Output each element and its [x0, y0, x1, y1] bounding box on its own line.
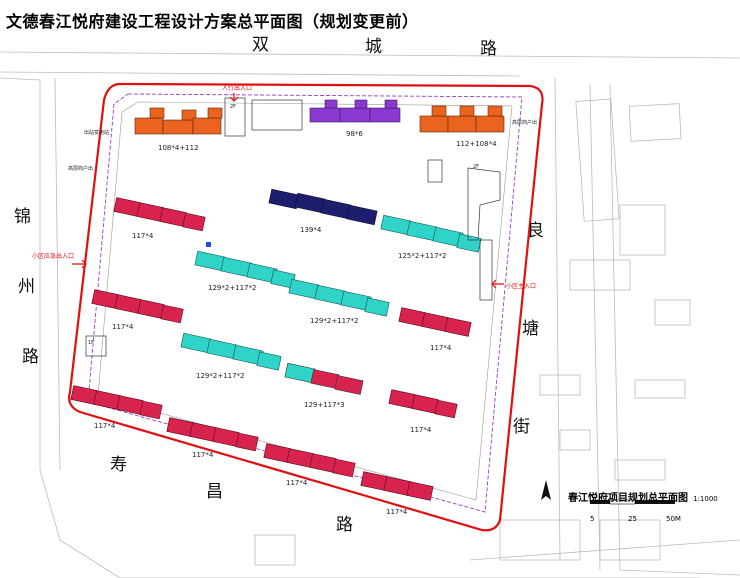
- service-building-north: [224, 97, 303, 137]
- label-red-left-2: 117*4: [112, 323, 134, 331]
- label-north-right: 112+108*4: [456, 140, 497, 148]
- caption-title: 春江悦府项目规划总平面图: [568, 493, 688, 504]
- label-south-3: 117*4: [286, 479, 308, 487]
- label-north-center: 98*6: [346, 130, 363, 138]
- building-cyan-mid-2: [288, 278, 390, 317]
- label-navy-center: 139*4: [300, 226, 322, 234]
- page-title: 文德春江悦府建设工程设计方案总平面图（规划变更前）: [6, 12, 419, 31]
- building-red-right-3: [388, 389, 458, 419]
- blue-marker: [206, 242, 211, 247]
- building-navy-center: [268, 188, 378, 226]
- site-boundary: [68, 82, 544, 532]
- building-south-1: [70, 385, 163, 420]
- building-red-left-1: [113, 197, 206, 232]
- scale-tick-25: 25: [628, 515, 637, 523]
- ancillary-buildings: [85, 159, 501, 357]
- label-cyan-right: 125*2+117*2: [398, 252, 447, 260]
- label-red-right-3: 117*4: [410, 426, 432, 434]
- building-south-4: [360, 471, 434, 501]
- label-red-left-1: 117*4: [132, 232, 154, 240]
- label-north-left: 108*4+112: [158, 144, 199, 152]
- road-north-char-2: 城: [365, 37, 382, 57]
- entrance-east-label: 小区主入口: [506, 282, 536, 290]
- entrance-pedestrian-north-label: 人行出入口: [222, 84, 252, 92]
- road-south-char-2: 昌: [206, 482, 223, 502]
- building-red-right-2: [398, 307, 472, 337]
- road-east-char-3: 街: [513, 417, 530, 437]
- label-two-floor-2: 2F: [473, 164, 479, 170]
- building-south-3: [263, 443, 356, 478]
- context-lines: [0, 51, 740, 578]
- building-north-center: [309, 99, 401, 123]
- road-east-char-2: 塘: [522, 319, 539, 339]
- label-cyan-red-mid-3: 129+117*3: [304, 401, 345, 409]
- road-east-char-1: 良: [527, 221, 544, 241]
- scale-tick-50m: 50M: [666, 515, 681, 523]
- label-cyan-left-3: 129*2+117*2: [196, 372, 245, 380]
- road-north-char-1: 双: [252, 35, 269, 55]
- building-cyan-red-mid-3: [284, 362, 364, 395]
- building-north-left: [134, 107, 223, 135]
- label-cyan-mid-2: 129*2+117*2: [310, 317, 359, 325]
- entrance-west-label: 小区应急出入口: [32, 252, 74, 260]
- road-west-char-1: 锦: [14, 207, 31, 227]
- label-south-1: 117*4: [94, 422, 116, 430]
- arrow-right-icon: [72, 259, 87, 269]
- label-right-note: 高层商户出: [512, 119, 537, 126]
- caption-scale: 1:1000: [693, 495, 718, 503]
- arrow-left-icon: [491, 279, 504, 289]
- label-left-note-1: 出站变电站: [84, 129, 109, 136]
- label-left-note-2: 高层商户出: [68, 165, 93, 172]
- road-west-char-3: 路: [22, 347, 39, 367]
- building-cyan-mid-1: [194, 250, 296, 289]
- road-west-char-2: 州: [18, 277, 35, 297]
- road-south-char-3: 路: [336, 515, 353, 535]
- label-two-floor-1: 2F: [230, 104, 236, 110]
- label-red-right-2: 117*4: [430, 344, 452, 352]
- label-one-floor: 1F: [88, 340, 94, 346]
- scale-bar: [590, 499, 675, 505]
- building-cyan-right: [380, 214, 482, 253]
- arrow-down-icon: [229, 93, 239, 102]
- north-arrow-icon: [541, 480, 551, 500]
- building-red-left-2: [91, 289, 184, 324]
- plan-caption: 春江悦府项目规划总平面图 1:1000 5 25 50M: [568, 486, 738, 527]
- building-north-right: [419, 105, 505, 133]
- label-south-4: 117*4: [386, 508, 408, 516]
- road-south-char-1: 寿: [110, 455, 127, 475]
- scale-tick-5: 5: [590, 515, 595, 523]
- building-cyan-left-3: [180, 332, 282, 371]
- inner-road-line: [97, 101, 513, 501]
- road-north-char-3: 路: [480, 39, 497, 59]
- building-south-2: [166, 417, 259, 452]
- label-south-2: 117*4: [192, 451, 214, 459]
- label-cyan-mid-1: 129*2+117*2: [208, 284, 257, 292]
